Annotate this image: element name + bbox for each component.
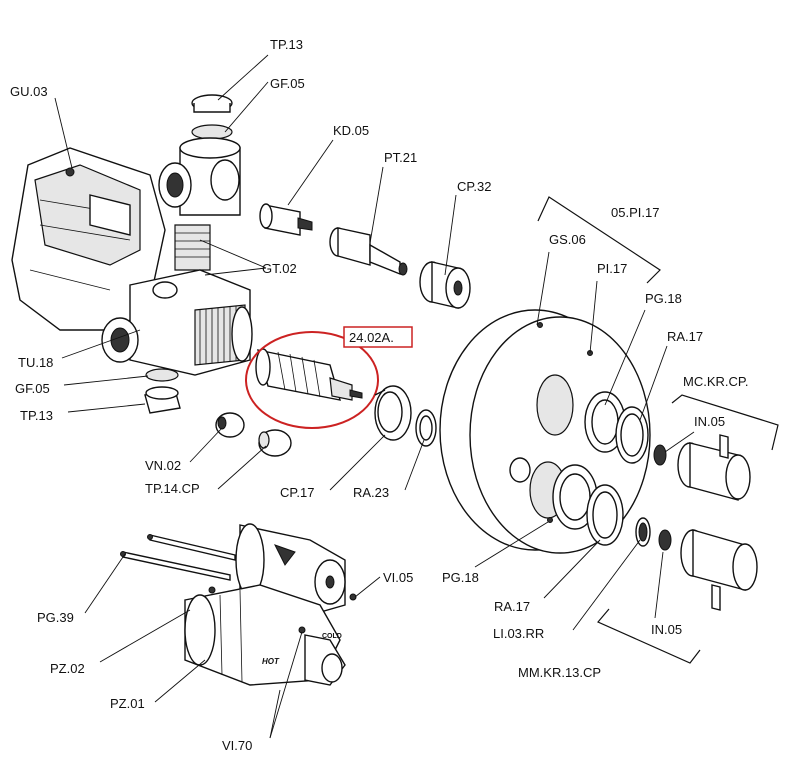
label-kd05: KD.05 (333, 123, 369, 138)
bracket-mm-kr-13-cp (597, 608, 701, 664)
label-gs06: GS.06 (549, 232, 586, 247)
label-ra17-bottom: RA.17 (494, 599, 530, 614)
cold-marking: COLD (322, 633, 342, 640)
label-tp13-bottom: TP.13 (20, 408, 53, 423)
upper-fitting (158, 94, 241, 271)
vn02-part (215, 412, 245, 438)
handle-top (677, 434, 751, 501)
ra23-ring (415, 409, 437, 447)
leader-lines (54, 54, 695, 739)
label-in05-top: IN.05 (694, 414, 725, 429)
highlight-circle (245, 331, 379, 429)
highlight-label-box (343, 326, 413, 348)
bracket-05-pi-17 (537, 196, 661, 284)
label-in05-bottom: IN.05 (651, 622, 682, 637)
label-gf05-bottom: GF.05 (15, 381, 50, 396)
valve-housing-gu03 (11, 147, 166, 331)
ra17-bottom-ring (586, 484, 624, 546)
label-tu18: TU.18 (18, 355, 53, 370)
cartridge-24-02a (255, 348, 363, 401)
pz01-body: HOT COLD (184, 584, 346, 686)
label-gt02: GT.02 (262, 261, 297, 276)
kd05-part (259, 203, 313, 236)
tp14cp-part (258, 429, 292, 457)
lower-plug (144, 368, 181, 414)
vi70-screws (208, 586, 306, 634)
label-cp17: CP.17 (280, 485, 314, 500)
pg39-pins (120, 534, 236, 581)
pg18-top-ring (584, 391, 626, 453)
mixer-body (101, 269, 253, 376)
label-vi05: VI.05 (383, 570, 413, 585)
label-gf05-top: GF.05 (270, 76, 305, 91)
label-gu03: GU.03 (10, 84, 48, 99)
label-tp13-top: TP.13 (270, 37, 303, 52)
label-cp32: CP.32 (457, 179, 491, 194)
label-05-pi-17: 05.PI.17 (611, 205, 659, 220)
cp17-ring (374, 385, 412, 441)
cp32-part (419, 261, 471, 309)
label-pg18-top: PG.18 (645, 291, 682, 306)
label-ra23: RA.23 (353, 485, 389, 500)
label-pg39: PG.39 (37, 610, 74, 625)
label-tp14cp: TP.14.CP (145, 481, 200, 496)
label-mm-kr-13-cp: MM.KR.13.CP (518, 665, 601, 680)
pt21-part (329, 227, 408, 276)
label-pg18-bottom: PG.18 (442, 570, 479, 585)
in05-top-insert (653, 444, 667, 466)
label-vi70: VI.70 (222, 738, 252, 753)
ra17-top-ring (615, 406, 649, 464)
handle-bottom (680, 529, 758, 611)
label-pt21: PT.21 (384, 150, 417, 165)
hot-marking: HOT (262, 657, 280, 666)
li03rr-ring (635, 517, 651, 547)
label-ra17-top: RA.17 (667, 329, 703, 344)
bracket-mc-kr-cp (671, 394, 779, 451)
label-li03rr: LI.03.RR (493, 626, 544, 641)
label-pz01: PZ.01 (110, 696, 145, 711)
highlight-label: 24.02A. (349, 330, 394, 345)
vi05-screw (349, 593, 357, 601)
label-pz02: PZ.02 (50, 661, 85, 676)
label-vn02: VN.02 (145, 458, 181, 473)
label-mc-kr-cp: MC.KR.CP. (683, 374, 749, 389)
label-pi17: PI.17 (597, 261, 627, 276)
in05-bottom-insert (658, 529, 672, 551)
